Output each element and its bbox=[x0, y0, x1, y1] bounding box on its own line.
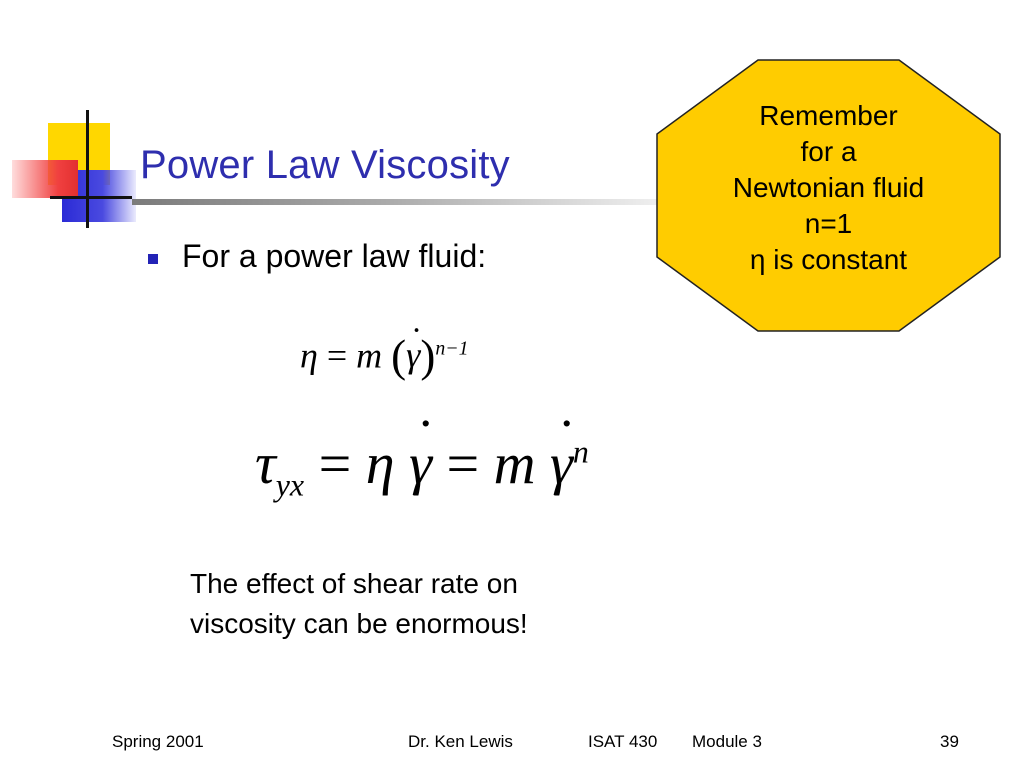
eq2-coef: m bbox=[493, 431, 536, 496]
footer-author: Dr. Ken Lewis bbox=[408, 732, 513, 751]
eq1-equals: = bbox=[326, 335, 348, 376]
footer-date: Spring 2001 bbox=[112, 732, 204, 751]
eq2-lhs-subscript: yx bbox=[275, 467, 305, 503]
callout-line-1: Remember bbox=[759, 100, 898, 131]
callout-line-5: η is constant bbox=[749, 244, 908, 275]
callout-line-4: n=1 bbox=[804, 208, 853, 239]
eq1-coef: m bbox=[356, 335, 383, 376]
eq1-shear-rate: γ bbox=[406, 319, 423, 376]
footer-page-number: 39 bbox=[940, 732, 959, 751]
note-text: The effect of shear rate on viscosity ca… bbox=[190, 564, 528, 644]
eq2-shear-rate-2: γ bbox=[550, 406, 576, 497]
eq2-shear-rate-1: γ bbox=[409, 406, 435, 497]
logo-red-bar bbox=[12, 160, 78, 198]
eq2-viscosity: η bbox=[365, 431, 395, 496]
callout-octagon-outline bbox=[656, 59, 1001, 332]
bullet-square-icon bbox=[148, 254, 158, 264]
callout-text: Remember for a Newtonian fluid n=1 η is … bbox=[657, 98, 1000, 278]
callout-line-2: for a bbox=[800, 136, 857, 167]
note-line-1: The effect of shear rate on bbox=[190, 568, 518, 599]
equation-viscosity: η = m (γ)n−1 bbox=[300, 319, 469, 382]
eq2-equals-2: = bbox=[446, 431, 480, 496]
equation-shear-stress: τyx = η γ = m γn bbox=[255, 406, 589, 504]
eq2-exponent: n bbox=[572, 434, 589, 470]
title-underline bbox=[132, 199, 692, 205]
logo-vertical-line bbox=[86, 110, 89, 228]
callout-line-3: Newtonian fluid bbox=[732, 172, 925, 203]
footer-course: ISAT 430 bbox=[588, 732, 658, 751]
eq2-lhs: τ bbox=[255, 431, 276, 496]
note-line-2: viscosity can be enormous! bbox=[190, 608, 528, 639]
footer-module: Module 3 bbox=[692, 732, 762, 751]
eq1-exponent: n−1 bbox=[435, 337, 469, 360]
bullet-text: For a power law fluid: bbox=[182, 238, 487, 274]
logo-horizontal-line bbox=[50, 196, 132, 199]
eq1-lhs: η bbox=[300, 335, 318, 376]
slide-title: Power Law Viscosity bbox=[140, 143, 510, 187]
eq2-equals-1: = bbox=[318, 431, 352, 496]
